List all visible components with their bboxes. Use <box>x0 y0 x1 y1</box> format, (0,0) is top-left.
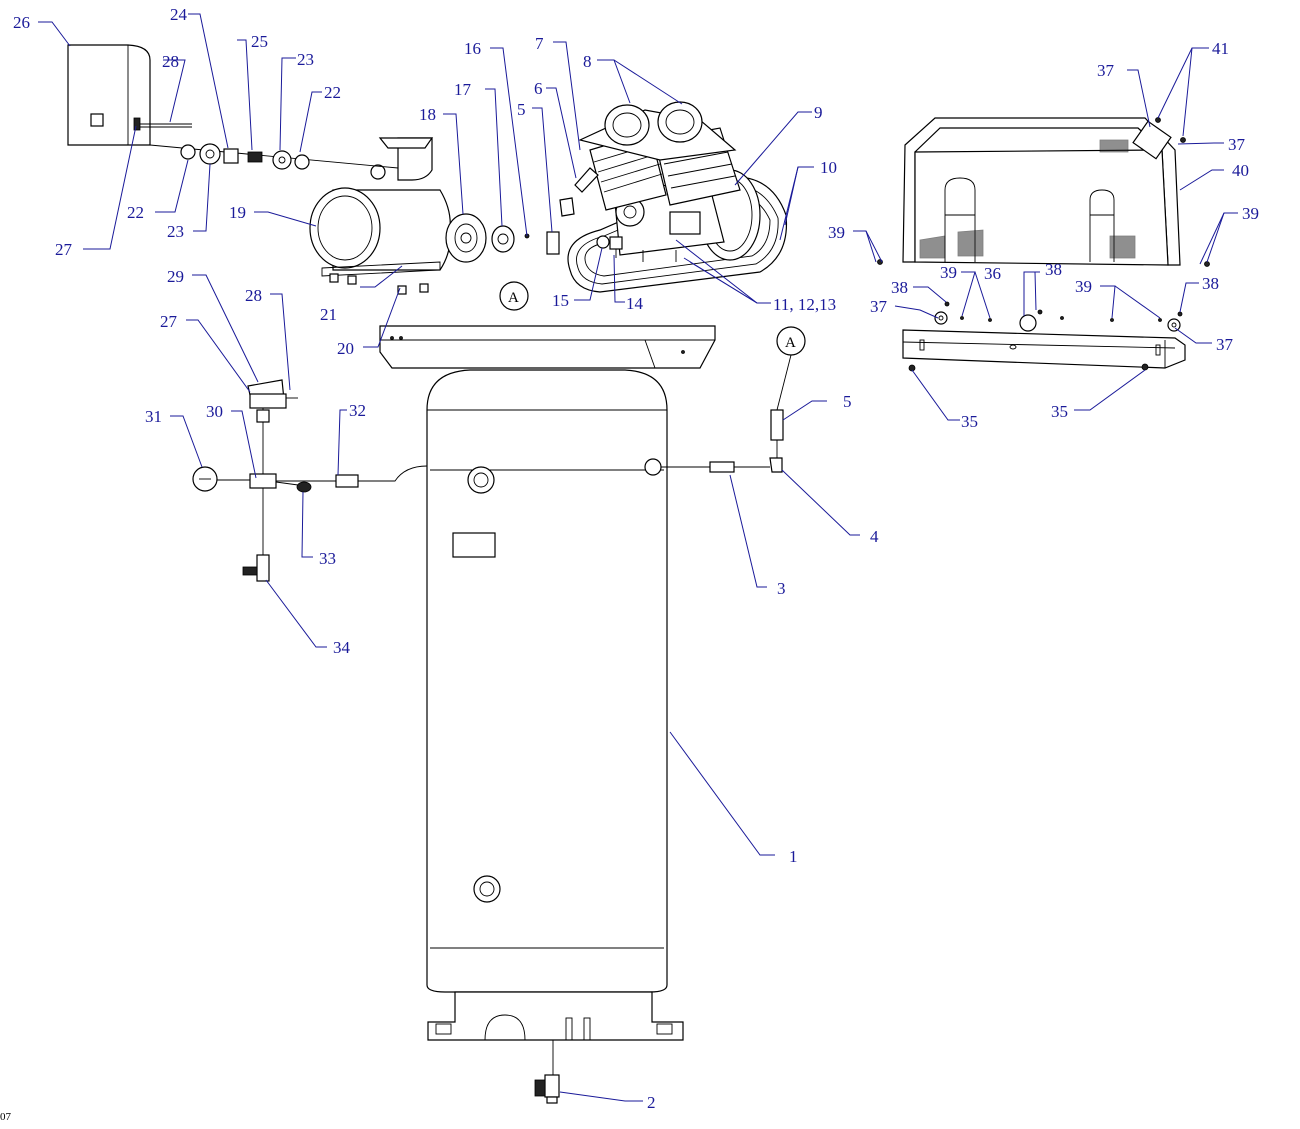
callout-38-middle: 38 <box>1045 260 1062 279</box>
callout-18: 18 <box>419 105 436 124</box>
callout-9: 9 <box>814 103 823 122</box>
connection-marker-a-tank: A <box>785 335 796 351</box>
callout-31: 31 <box>145 407 162 426</box>
mounting-plate <box>379 325 716 369</box>
callout-5-right: 5 <box>843 392 852 411</box>
callout-28-switch: 28 <box>245 286 262 305</box>
connection-marker-a-pump: A <box>508 290 519 306</box>
callout-2: 2 <box>647 1093 656 1112</box>
callout-11-12-13: 11, 12,13 <box>773 295 836 314</box>
callout-30: 30 <box>206 402 223 421</box>
callout-35-right: 35 <box>1051 402 1068 421</box>
callout-38-left: 38 <box>891 278 908 297</box>
callout-40: 40 <box>1232 161 1249 180</box>
callout-33: 33 <box>319 549 336 568</box>
callout-1: 1 <box>789 847 798 866</box>
callout-39-plate-right: 39 <box>1075 277 1092 296</box>
callout-26: 26 <box>13 13 30 32</box>
callout-20: 20 <box>337 339 354 358</box>
pressure-switch-assembly <box>192 379 428 582</box>
callout-21: 21 <box>320 305 337 324</box>
callout-8: 8 <box>583 52 592 71</box>
callout-25: 25 <box>251 32 268 51</box>
callout-35-left: 35 <box>961 412 978 431</box>
callout-37-guard-top: 37 <box>1097 61 1115 80</box>
callout-38-right: 38 <box>1202 274 1219 293</box>
callout-34: 34 <box>333 638 351 657</box>
callout-22-left: 22 <box>127 203 144 222</box>
callout-4: 4 <box>870 527 879 546</box>
discharge-fittings <box>661 326 806 473</box>
callout-39-guard-right: 39 <box>1242 204 1259 223</box>
callout-36: 36 <box>984 264 1001 283</box>
callout-17: 17 <box>454 80 472 99</box>
callout-27-switch: 27 <box>160 312 178 331</box>
callout-41: 41 <box>1212 39 1229 58</box>
callout-23-top: 23 <box>297 50 314 69</box>
callout-37-guard-right: 37 <box>1228 135 1246 154</box>
page-mark: 07 <box>0 1111 12 1123</box>
air-tank <box>426 369 684 1041</box>
callout-5: 5 <box>517 100 526 119</box>
callout-3: 3 <box>777 579 786 598</box>
callout-23-left: 23 <box>167 222 184 241</box>
belt-guard <box>877 117 1210 267</box>
electrical-box <box>67 44 399 170</box>
callout-labels: 1 2 3 4 5 5 6 7 8 9 10 11, 12,13 14 15 1… <box>0 5 1259 1123</box>
callout-37-plate-right: 37 <box>1216 335 1234 354</box>
callout-28-top: 28 <box>162 52 179 71</box>
callout-10: 10 <box>820 158 837 177</box>
drain-valve <box>534 1040 560 1104</box>
callout-37-plate-left: 37 <box>870 297 888 316</box>
callout-16: 16 <box>464 39 481 58</box>
callout-32: 32 <box>349 401 366 420</box>
callout-39-guard-left: 39 <box>828 223 845 242</box>
guard-backplate <box>902 301 1186 372</box>
callout-7: 7 <box>535 34 544 53</box>
callout-15: 15 <box>552 291 569 310</box>
callout-22-top: 22 <box>324 83 341 102</box>
callout-14: 14 <box>626 294 644 313</box>
callout-19: 19 <box>229 203 246 222</box>
callout-24: 24 <box>170 5 188 24</box>
callout-39-plate-left: 39 <box>940 263 957 282</box>
pump-assembly <box>499 101 788 311</box>
callout-27-top: 27 <box>55 240 73 259</box>
motor-assembly <box>309 137 530 295</box>
leader-lines <box>38 13 1238 1102</box>
callout-6: 6 <box>534 79 543 98</box>
callout-29: 29 <box>167 267 184 286</box>
